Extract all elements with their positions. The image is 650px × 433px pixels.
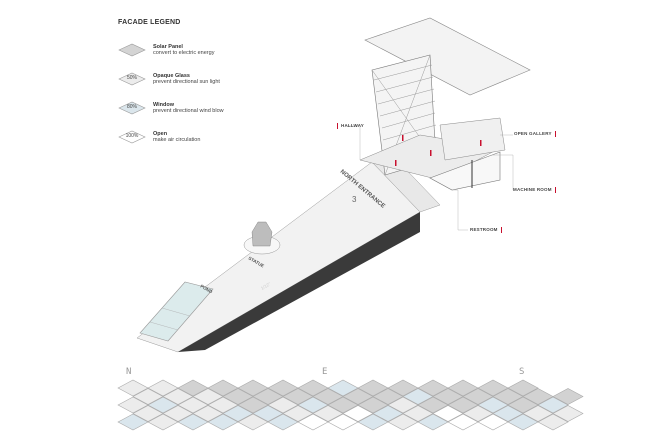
compass-north: N — [126, 367, 132, 377]
gallery-roof — [439, 117, 506, 161]
legend-badge: 50% — [126, 75, 137, 81]
open-gallery-callout: OPEN GALLERY — [514, 131, 559, 137]
rooms — [429, 151, 501, 191]
legend-name: Opaque Glass — [153, 73, 190, 79]
facade-panel — [537, 396, 569, 414]
legend-swatch-icon — [118, 43, 146, 57]
legend-name: Open — [153, 131, 168, 137]
legend-name: Solar Panel — [153, 44, 183, 50]
legend-swatch-icon: 100% — [118, 130, 146, 144]
legend-title: FACADE LEGEND — [118, 19, 181, 26]
legend-name: Window — [153, 102, 175, 108]
legend-desc: prevent directional wind blow — [153, 108, 224, 114]
facade-panel — [537, 413, 569, 431]
pond-label: POND — [200, 284, 214, 295]
ramp-side — [178, 212, 420, 352]
pond — [139, 281, 214, 342]
legend-swatch-icon: 50% — [118, 72, 146, 86]
legend-desc: convert to electric energy — [153, 50, 215, 56]
facade-elevation-grid — [117, 379, 584, 431]
hallway-callout: HALLWAY — [334, 123, 364, 129]
compass-east: E — [322, 367, 328, 377]
machine-room-callout: MACHINE ROOM — [513, 187, 559, 193]
facade-panel — [552, 388, 584, 405]
entrance-number: 3 — [352, 195, 357, 204]
slope-label: 1/12" — [260, 281, 272, 291]
compass-south: S — [519, 367, 525, 377]
roof — [364, 17, 531, 96]
restroom-callout: RESTROOM — [470, 227, 505, 233]
legend-swatch-icon: 80% — [118, 101, 146, 115]
legend-badge: 80% — [126, 104, 137, 110]
legend-badge: 100% — [125, 133, 139, 139]
facade-panel — [552, 405, 584, 422]
facade-panel — [507, 379, 539, 397]
legend-desc: prevent directional sun light — [153, 79, 220, 85]
statue-icon — [251, 221, 273, 247]
legend-desc: make air circulation — [153, 137, 201, 143]
